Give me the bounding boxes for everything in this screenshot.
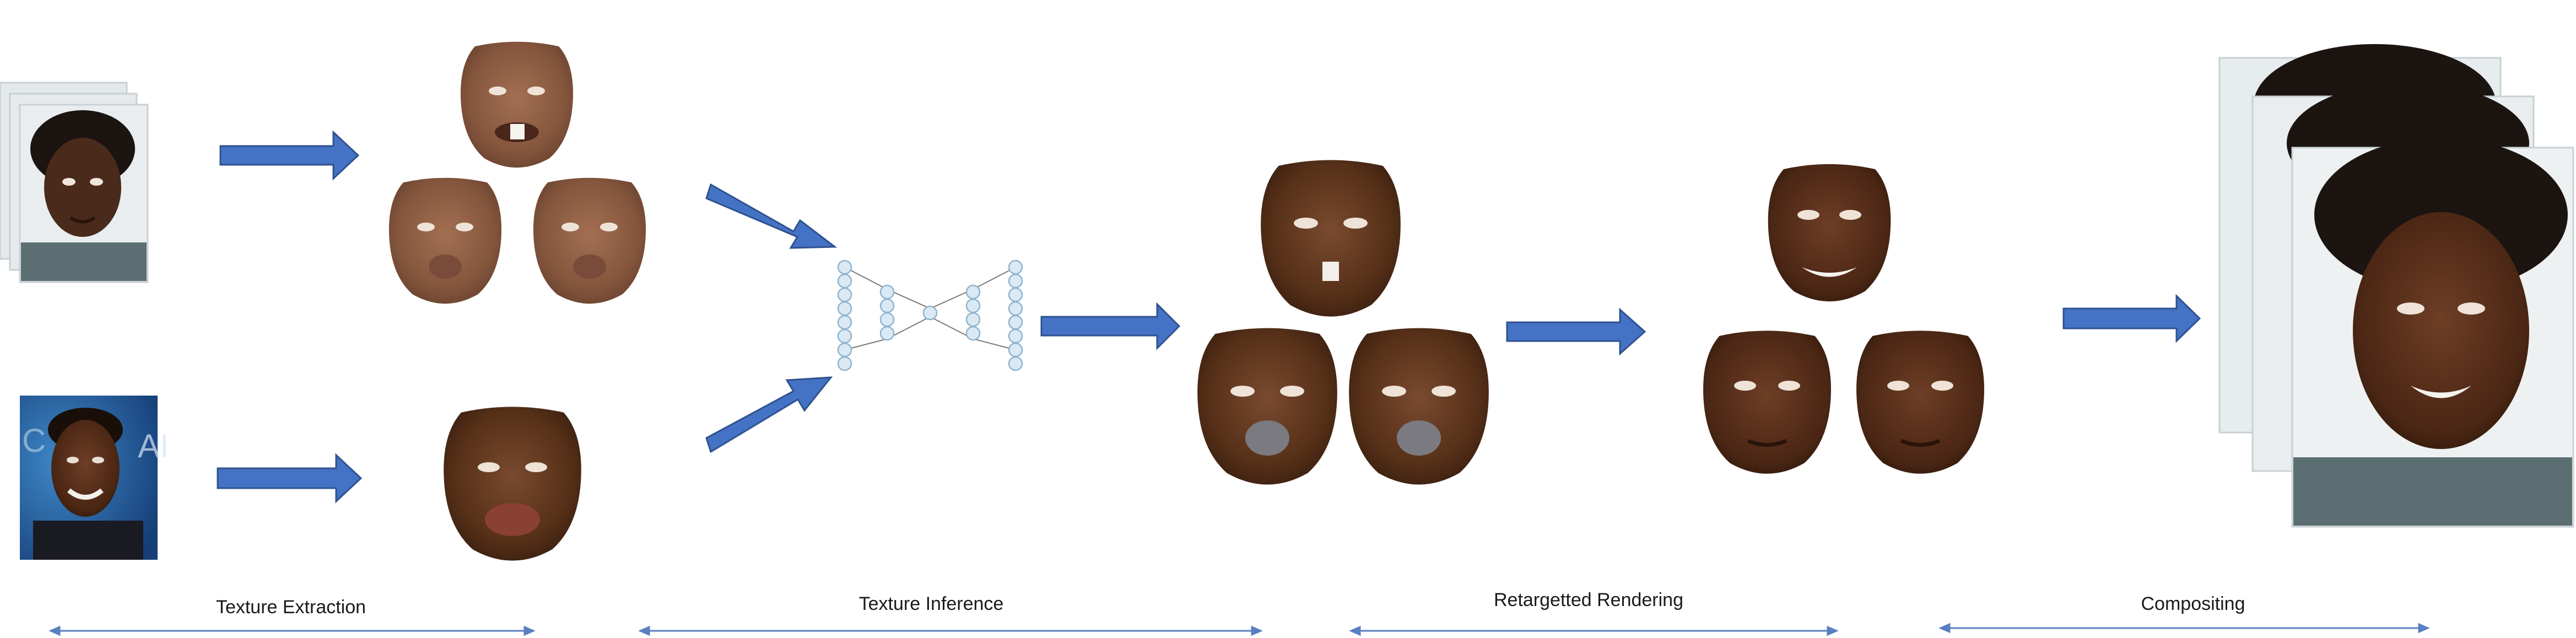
extracted-textures	[388, 41, 646, 561]
span-compositing	[1938, 623, 2430, 634]
target-celebrity-photo: AI C	[20, 396, 169, 560]
face-texture-mask	[460, 41, 574, 168]
composited-frames	[2218, 44, 2574, 528]
source-video-frames	[0, 82, 149, 283]
arrow-diagonal-up	[705, 376, 833, 453]
frame-front	[19, 104, 149, 283]
arrow-right	[1040, 302, 1181, 350]
svg-text:AI: AI	[138, 428, 169, 464]
svg-text:C: C	[22, 422, 46, 459]
flow-arrows	[217, 130, 2201, 504]
face-texture-mask	[533, 177, 646, 304]
rendered-face	[1703, 331, 1831, 474]
stage-label-texture-inference: Texture Inference	[858, 593, 1004, 614]
span-retargetted-rendering	[1349, 625, 1839, 636]
span-texture-inference	[638, 625, 1263, 636]
inferred-textures	[1197, 160, 1489, 485]
span-texture-extraction	[48, 625, 536, 636]
stage-label-texture-extraction: Texture Extraction	[215, 597, 366, 618]
rendered-face	[1856, 331, 1984, 474]
stage-label-compositing: Compositing	[2141, 593, 2245, 614]
stage-label-retargetted-rendering: Retargetted Rendering	[1493, 590, 1683, 610]
face-texture-mask	[1261, 160, 1401, 317]
arrow-right	[217, 453, 363, 504]
arrow-diagonal-down	[705, 183, 838, 249]
arrow-right	[1506, 307, 1646, 356]
arrow-right	[219, 130, 360, 181]
face-texture-mask	[388, 177, 502, 304]
retargetted-renderings	[1703, 164, 1984, 474]
output-frame-front	[2291, 138, 2574, 528]
face-texture-mask	[444, 407, 581, 561]
encoder-decoder-network	[837, 259, 1023, 371]
rendered-face	[1768, 164, 1891, 302]
face-texture-mask	[1349, 328, 1489, 485]
face-texture-mask	[1197, 328, 1337, 485]
arrow-right	[2062, 294, 2201, 343]
stage-spans	[48, 623, 2430, 636]
